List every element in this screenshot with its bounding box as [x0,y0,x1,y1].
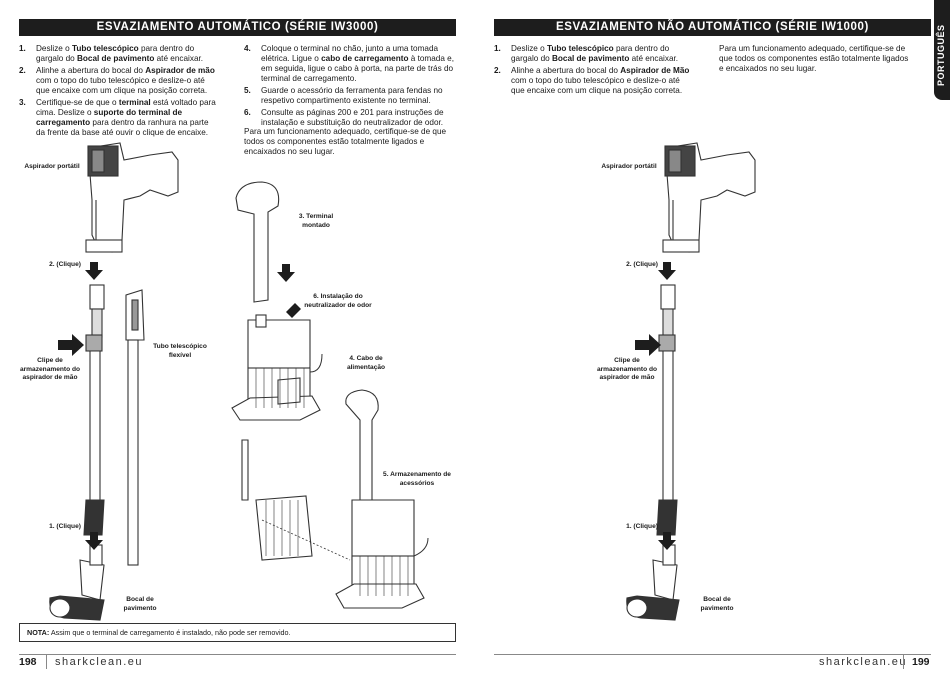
step-text: Deslize o Tubo telescópico para dentro d… [511,44,679,63]
vacuum-assembly-illustration-right [626,142,756,621]
site-url-left: sharkclean.eu [55,656,143,668]
label-click-1: 1. (Clique) [49,523,81,530]
step-item: 2. Alinhe a abertura do bocal do Aspirado… [494,66,692,96]
footer-rule [19,654,456,655]
step-item: 6. Consulte as páginas 200 e 201 para ins… [244,108,458,128]
step-text: Coloque o terminal no chão, junto a uma … [261,44,454,83]
step-text: Alinhe a abertura do bocal do Aspirador … [36,66,215,95]
step-number: 6. [244,108,251,117]
language-tab-label: PORTUGUÊS [936,24,946,86]
steps-list-2: 4. Coloque o terminal no chão, junto a um… [244,44,458,130]
step-item: 1. Deslize o Tubo telescópico para dentro… [494,44,692,64]
label-accessory-storage: 5. Armazenamento de acessórios [383,471,451,487]
note-box: NOTA: Assim que o terminal de carregamen… [19,623,456,642]
section-title-manual-empty: ESVAZIAMENTO NÃO AUTOMÁTICO (SÉRIE IW100… [494,19,931,36]
step-number: 1. [494,44,501,53]
footer-divider [46,655,47,669]
proper-function-note: Para um funcionamento adequado, certifiq… [244,127,447,156]
note-text: Assim que o terminal de carregamento é i… [49,628,291,637]
proper-function-note-right: Para um funcionamento adequado, certifiq… [719,44,909,73]
step-text: Deslize o Tubo telescópico para dentro d… [36,44,204,63]
steps-list-1: 1. Deslize o Tubo telescópico para dentro… [19,44,217,140]
step-item: 3. Certifique-se de que o terminal está v… [19,98,217,138]
label-flex-tube: Tubo telescópico flexível [153,343,207,359]
step-item: 2. Alinhe a abertura do bocal do Aspirado… [19,66,217,96]
label-click-2: 2. (Clique) [49,261,81,268]
step-text: Guarde o acessório da ferramenta para fe… [261,86,443,105]
label-click-2-right: 2. (Clique) [626,261,658,268]
language-tab: PORTUGUÊS [934,0,950,100]
step-item: 5. Guarde o acessório da ferramenta para … [244,86,458,106]
step-number: 2. [494,66,501,75]
step-number: 5. [244,86,251,95]
label-floor-nozzle: Bocal de pavimento [123,596,157,612]
footer-divider-right [903,655,904,669]
site-url-right: sharkclean.eu [819,656,907,668]
step-number: 1. [19,44,26,53]
step-text: Alinhe a abertura do bocal do Aspirador … [511,66,690,95]
label-handheld-right: Aspirador portátil [601,163,657,170]
vacuum-assembly-illustration [49,142,429,621]
label-handheld: Aspirador portátil [24,163,80,170]
label-click-1-right: 1. (Clique) [626,523,658,530]
footer-rule-right [494,654,931,655]
step-item: 4. Coloque o terminal no chão, junto a um… [244,44,458,84]
step-number: 2. [19,66,26,75]
steps-list-right: 1. Deslize o Tubo telescópico para dentro… [494,44,692,98]
step-number: 4. [244,44,251,53]
right-page: ESVAZIAMENTO NÃO AUTOMÁTICO (SÉRIE IW100… [475,0,950,674]
step-number: 3. [19,98,26,107]
page-number-right: 199 [912,656,930,668]
section-title-auto-empty: ESVAZIAMENTO AUTOMÁTICO (SÉRIE IW3000) [19,19,456,36]
label-floor-nozzle-right: Bocal de pavimento [700,596,734,612]
step-text: Consulte as páginas 200 e 201 para instr… [261,108,444,127]
left-page: ESVAZIAMENTO AUTOMÁTICO (SÉRIE IW3000) 1… [19,19,458,669]
label-odor-install: 6. Instalação do neutralizador de odor [304,293,372,309]
label-power-cord: 4. Cabo de alimentação [346,355,386,371]
note-label: NOTA: [27,628,50,637]
step-item: 1. Deslize o Tubo telescópico para dentro… [19,44,217,64]
page-number-left: 198 [19,656,37,668]
step-text: Certifique-se de que o terminal está vol… [36,98,216,137]
label-storage-clip: Clipe de armazenamento do aspirador de m… [19,357,81,381]
label-storage-clip-right: Clipe de armazenamento do aspirador de m… [596,357,658,381]
label-dock-assembled: 3. Terminal montado [298,213,334,229]
